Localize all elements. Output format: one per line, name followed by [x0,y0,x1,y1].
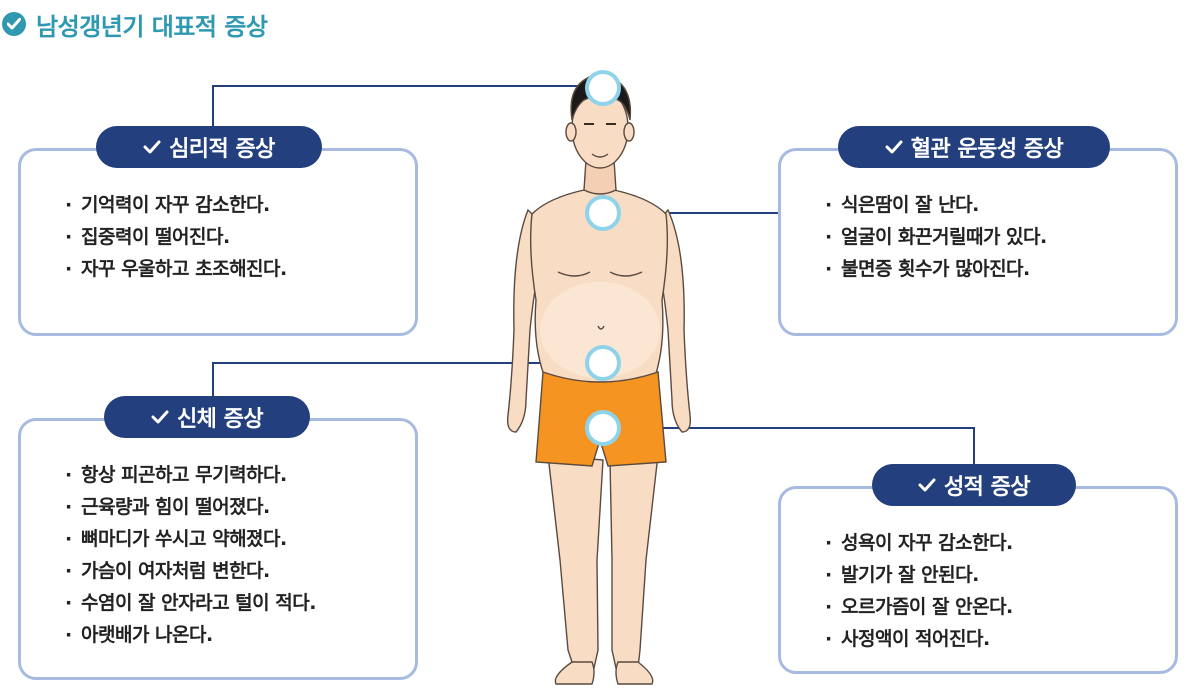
connector-psychological [212,85,588,128]
vascular-symptoms-list: ·식은땀이 잘 난다. ·얼굴이 화끈거릴때가 있다. ·불면증 횟수가 많아진… [825,189,1047,285]
list-item: ·항상 피곤하고 무기력하다. [65,464,287,486]
physical-symptoms-label: 신체 증상 [104,396,310,438]
list-item: ·발기가 잘 안된다. [825,564,979,586]
check-circle-icon [2,12,26,36]
connector-physical [212,362,588,398]
list-item: ·식은땀이 잘 난다. [825,194,979,216]
list-item: ·근육량과 힘이 떨어졌다. [65,496,270,518]
marker-chest [585,195,621,231]
physical-symptoms-box: ·항상 피곤하고 무기력하다. ·근육량과 힘이 떨어졌다. ·뼈마디가 쑤시고… [18,418,418,680]
list-item: ·오르가즘이 잘 안온다. [825,596,1013,618]
psychological-symptoms-list: ·기억력이 자꾸 감소한다. ·집중력이 떨어진다. ·자꾸 우울하고 초조해진… [65,189,287,285]
list-item: ·얼굴이 화끈거릴때가 있다. [825,226,1047,248]
marker-groin [585,410,621,446]
psychological-symptoms-label: 심리적 증상 [96,126,322,168]
connector-sexual [618,427,975,466]
list-item: ·가슴이 여자처럼 변한다. [65,560,270,582]
list-item: ·불면증 횟수가 많아진다. [825,258,1030,280]
physical-symptoms-list: ·항상 피곤하고 무기력하다. ·근육량과 힘이 떨어졌다. ·뼈마디가 쑤시고… [65,459,316,651]
male-body-illustration [506,73,692,685]
list-item: ·성욕이 자꾸 감소한다. [825,532,1013,554]
title-row: 남성갱년기 대표적 증상 [2,4,268,44]
vascular-symptoms-label: 혈관 운동성 증상 [838,126,1110,168]
sexual-symptoms-box: ·성욕이 자꾸 감소한다. ·발기가 잘 안된다. ·오르가즘이 잘 안온다. … [778,486,1178,674]
psychological-symptoms-box: ·기억력이 자꾸 감소한다. ·집중력이 떨어진다. ·자꾸 우울하고 초조해진… [18,148,418,336]
marker-circles [585,70,621,446]
check-icon [885,140,903,154]
vascular-symptoms-box: ·식은땀이 잘 난다. ·얼굴이 화끈거릴때가 있다. ·불면증 횟수가 많아진… [778,148,1178,336]
list-item: ·아랫배가 나온다. [65,624,213,646]
list-item: ·사정액이 적어진다. [825,628,990,650]
list-item: ·뼈마디가 쑤시고 약해졌다. [65,528,287,550]
list-item: ·자꾸 우울하고 초조해진다. [65,258,287,280]
page-title: 남성갱년기 대표적 증상 [36,12,268,41]
marker-head [585,70,621,106]
connector-lines [212,85,975,466]
check-icon [918,478,936,492]
list-item: ·수염이 잘 안자라고 털이 적다. [65,592,316,614]
sexual-symptoms-label: 성적 증상 [872,464,1076,506]
marker-belly [585,345,621,381]
check-icon [143,140,161,154]
sexual-symptoms-list: ·성욕이 자꾸 감소한다. ·발기가 잘 안된다. ·오르가즘이 잘 안온다. … [825,527,1013,655]
check-icon [151,410,169,424]
list-item: ·집중력이 떨어진다. [65,226,230,248]
list-item: ·기억력이 자꾸 감소한다. [65,194,270,216]
